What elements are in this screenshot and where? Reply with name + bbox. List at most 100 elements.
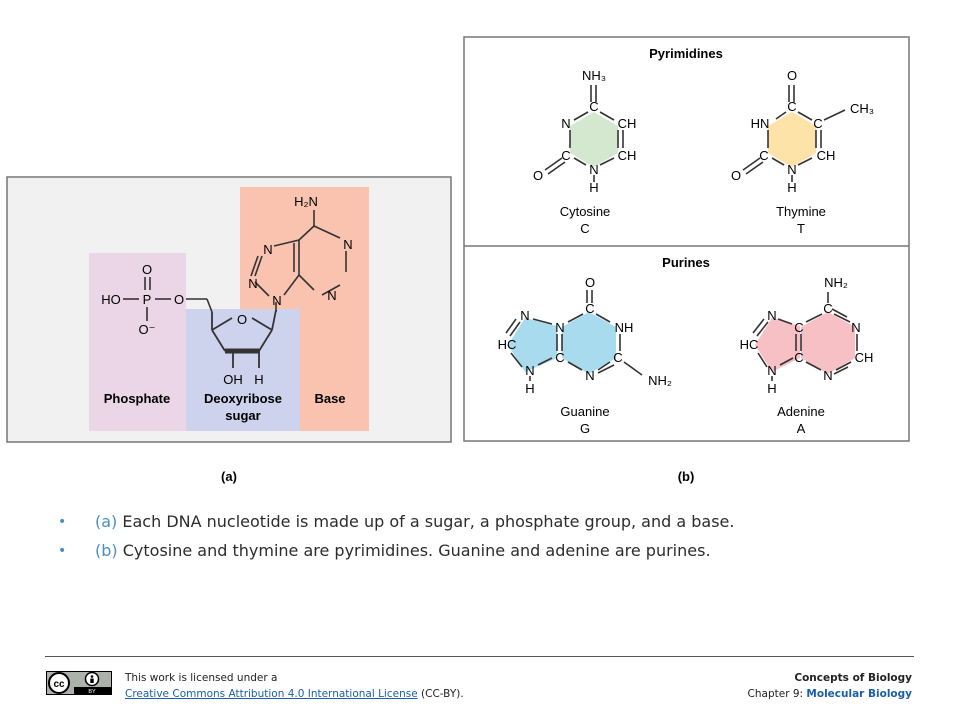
panel-b: Pyrimidines Purines NH₃ C N CH C CH — [463, 36, 910, 484]
atom-n4: N — [272, 293, 281, 308]
thymine-name: Thymine — [776, 204, 826, 219]
atom-ho: HO — [101, 292, 121, 307]
adenine-name: Adenine — [777, 404, 825, 419]
bullet-dot-icon: • — [58, 543, 67, 559]
thymine-c-top: C — [787, 99, 796, 114]
adenine-n2: N — [851, 320, 860, 335]
thymine-c-right: C — [813, 116, 822, 131]
cytosine-c-left: C — [561, 148, 570, 163]
guanine-letter: G — [580, 421, 590, 436]
bullet-dot-icon: • — [58, 514, 67, 530]
cytosine-ring-fill — [570, 112, 618, 167]
book-info: Concepts of Biology Chapter 9: Molecular… — [748, 670, 912, 702]
bullet-b: •(b) Cytosine and thymine are pyrimidine… — [58, 541, 938, 561]
phosphate-region — [89, 253, 186, 431]
cytosine-letter: C — [580, 221, 589, 236]
thymine-ring-fill — [768, 112, 816, 167]
atom-h2n: H₂N — [294, 194, 318, 209]
atom-ring-o: O — [237, 312, 247, 327]
adenine-c1: C — [794, 320, 803, 335]
adenine-letter: A — [797, 421, 806, 436]
sugar-ring — [211, 309, 277, 368]
cc-by-license-badge[interactable]: cc BY — [46, 671, 112, 695]
guanine-n2: N — [555, 320, 564, 335]
cytosine-h: H — [589, 180, 598, 195]
license-link[interactable]: Creative Commons Attribution 4.0 Interna… — [125, 688, 418, 700]
guanine-six-ring-fill — [562, 312, 616, 374]
atom-n2: N — [343, 237, 352, 252]
guanine-five-ring-fill — [508, 318, 557, 372]
guanine-nh2: NH₂ — [648, 373, 672, 388]
caption-bullets: • (a) Each DNA nucleotide is made up of a… — [58, 512, 938, 570]
footer-divider — [45, 656, 914, 657]
atom-n1: N — [263, 242, 272, 257]
dna-nucleotide-figure: O HO P O O⁻ O OH H — [6, 36, 910, 484]
sugar-label-line2: sugar — [225, 408, 260, 423]
pyrimidines-title: Pyrimidines — [649, 46, 723, 61]
book-title: Concepts of Biology — [794, 672, 912, 684]
adenine-five-ring-fill — [755, 318, 800, 372]
guanine-n3: N — [525, 363, 534, 378]
thymine-molecule: O C CH₃ HN C C CH O N H Thymine T — [731, 68, 874, 236]
atom-n3: N — [248, 276, 257, 291]
bullet-a-text: Each DNA nucleotide is made up of a suga… — [122, 512, 735, 531]
cytosine-nh3: NH₃ — [582, 68, 606, 83]
base-bonds — [250, 210, 347, 312]
guanine-nh: NH — [615, 320, 634, 335]
base-label: Base — [314, 391, 345, 406]
adenine-c2: C — [794, 350, 803, 365]
guanine-c2: C — [613, 350, 622, 365]
adenine-molecule: NH₂ C N N HC C C CH N N H Adenine A — [740, 275, 874, 436]
atom-p: P — [143, 292, 152, 307]
chapter-name: Molecular Biology — [806, 688, 912, 700]
chapter-line: Chapter 9: Molecular Biology — [748, 686, 912, 702]
panel-a-label: (a) — [221, 469, 237, 484]
panel-a: O HO P O O⁻ O OH H — [6, 176, 452, 484]
license-text: This work is licensed under a Creative C… — [125, 670, 464, 702]
thymine-letter: T — [797, 221, 805, 236]
bullet-a-tag: (a) — [95, 512, 118, 531]
guanine-n4: N — [585, 368, 594, 383]
cytosine-ch2: CH — [618, 148, 637, 163]
atom-n5: N — [327, 288, 336, 303]
atom-h: H — [254, 372, 263, 387]
thymine-n-bot: N — [787, 162, 796, 177]
guanine-molecule: O C N N NH HC C C N N C NH₂ H Guanine G — [498, 275, 672, 436]
panel-b-label: (b) — [678, 469, 695, 484]
thymine-ch: CH — [817, 148, 836, 163]
guanine-name: Guanine — [560, 404, 609, 419]
by-text: BY — [88, 689, 96, 695]
adenine-six-ring-fill — [801, 312, 855, 374]
bullet-a: • (a) Each DNA nucleotide is made up of a… — [58, 512, 938, 532]
license-suffix: (CC-BY). — [417, 688, 464, 700]
cytosine-n-left: N — [561, 116, 570, 131]
atom-o-bridge: O — [174, 292, 184, 307]
purines-title: Purines — [662, 255, 710, 270]
cc-icon — [48, 672, 70, 694]
guanine-c1: C — [555, 350, 564, 365]
thymine-ch3: CH₃ — [850, 101, 874, 116]
adenine-c-top: C — [823, 301, 832, 316]
cytosine-o: O — [533, 168, 543, 183]
adenine-h: H — [767, 381, 776, 396]
thymine-hn: HN — [751, 116, 770, 131]
cytosine-n-bot: N — [589, 162, 598, 177]
guanine-n1: N — [520, 308, 529, 323]
atom-oh: OH — [223, 372, 243, 387]
chapter-prefix: Chapter 9: — [747, 688, 807, 700]
cytosine-name: Cytosine — [560, 204, 611, 219]
guanine-h: H — [525, 381, 534, 396]
thymine-o-top: O — [787, 68, 797, 83]
adenine-nh2: NH₂ — [824, 275, 848, 290]
atom-o-minus: O⁻ — [139, 322, 156, 337]
cytosine-molecule: NH₃ C N CH C CH O N H Cytosine C — [533, 68, 636, 236]
guanine-o-top: O — [585, 275, 595, 290]
adenine-ch: CH — [855, 350, 874, 365]
bullet-b-tag: (b) — [95, 541, 118, 560]
cytosine-c-top: C — [589, 99, 598, 114]
sugar-label-line1: Deoxyribose — [204, 391, 282, 406]
atom-o-top: O — [142, 262, 152, 277]
phosphate-bonds — [123, 277, 213, 321]
thymine-h: H — [787, 180, 796, 195]
guanine-hc: HC — [498, 337, 517, 352]
